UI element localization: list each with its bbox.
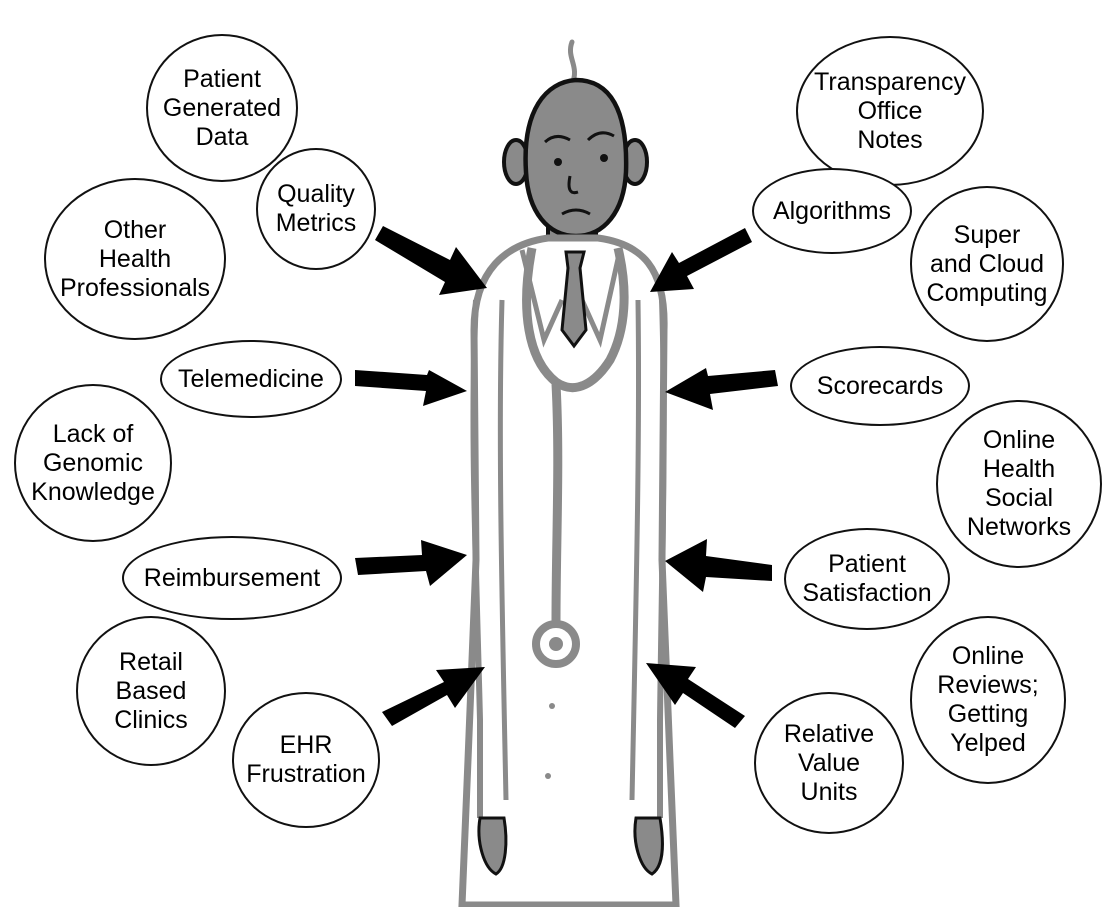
bubble-ehr-frustration: EHR Frustration (232, 692, 380, 828)
bubble-telemedicine: Telemedicine (160, 340, 342, 418)
bubble-transparency-office-notes: Transparency Office Notes (796, 36, 984, 186)
bubble-patient-generated-data: Patient Generated Data (146, 34, 298, 182)
bubble-relative-value-units: Relative Value Units (754, 692, 904, 834)
bubble-online-reviews-getting-yelped: Online Reviews; Getting Yelped (910, 616, 1066, 784)
bubble-online-health-social-networks: Online Health Social Networks (936, 400, 1102, 568)
arrow-quality-metrics (375, 226, 487, 295)
bubble-scorecards: Scorecards (790, 346, 970, 426)
arrow-patient-satisfaction (665, 539, 772, 592)
arrow-relative-value-units (646, 663, 745, 728)
bubble-patient-satisfaction: Patient Satisfaction (784, 528, 950, 630)
bubble-algorithms: Algorithms (752, 168, 912, 254)
arrow-algorithms (650, 228, 752, 292)
bubble-super-and-cloud-computing: Super and Cloud Computing (910, 186, 1064, 342)
arrow-scorecards (665, 368, 778, 410)
bubble-quality-metrics: Quality Metrics (256, 148, 376, 270)
arrow-telemedicine (355, 370, 467, 406)
arrow-reimbursement (355, 540, 467, 586)
bubble-other-health-professionals: Other Health Professionals (44, 178, 226, 340)
bubble-reimbursement: Reimbursement (122, 536, 342, 620)
arrow-ehr-frustration (382, 667, 485, 726)
bubble-retail-based-clinics: Retail Based Clinics (76, 616, 226, 766)
bubble-lack-of-genomic-knowledge: Lack of Genomic Knowledge (14, 384, 172, 542)
